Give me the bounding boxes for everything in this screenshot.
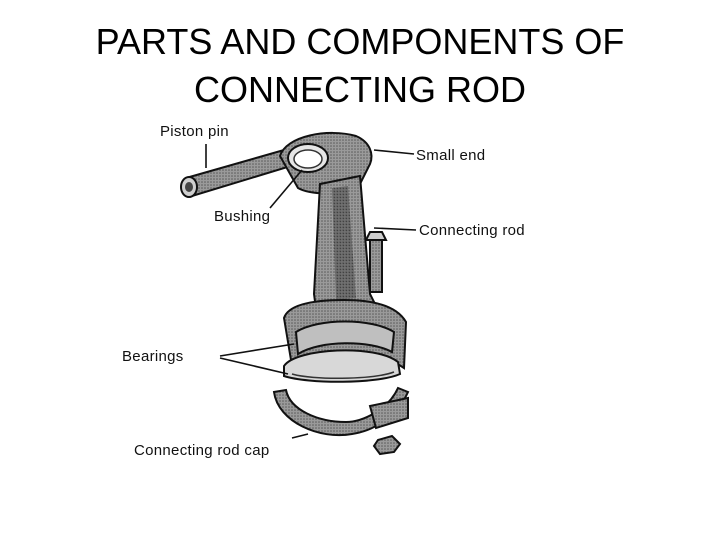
piston-pin-shape <box>180 144 306 198</box>
label-piston-pin: Piston pin <box>160 123 229 140</box>
label-connecting-rod: Connecting rod <box>419 222 525 239</box>
label-bearings: Bearings <box>122 348 184 365</box>
small-end-leader <box>373 149 415 155</box>
rod-bolt-shape <box>364 231 388 293</box>
slide-title-line-1: PARTS AND COMPONENTS OF <box>95 21 625 62</box>
lower-bearing-shape <box>283 349 402 383</box>
slide-title: PARTS AND COMPONENTS OF CONNECTING ROD <box>0 18 720 114</box>
label-small-end: Small end <box>416 147 485 164</box>
connecting-rod-leader <box>373 227 417 231</box>
rod-cap-leader <box>291 433 309 439</box>
leader-lines <box>205 144 417 439</box>
bearings-leader-lower <box>219 357 289 375</box>
bushing-leader <box>269 169 303 209</box>
small-end-shape <box>278 132 373 195</box>
label-bushing: Bushing <box>214 208 270 225</box>
rod-beam-shape <box>312 174 386 326</box>
label-connecting-rod-cap: Connecting rod cap <box>134 442 270 459</box>
rod-cap-shape <box>272 386 410 437</box>
bearings-leader-upper <box>219 343 295 357</box>
connecting-rod-diagram: Piston pin Small end Bushing Connecting … <box>108 118 602 468</box>
rod-nut-shape <box>372 434 402 456</box>
slide-title-line-2: CONNECTING ROD <box>194 69 526 110</box>
connecting-rod-illustration: Piston pin Small end Bushing Connecting … <box>122 123 525 459</box>
